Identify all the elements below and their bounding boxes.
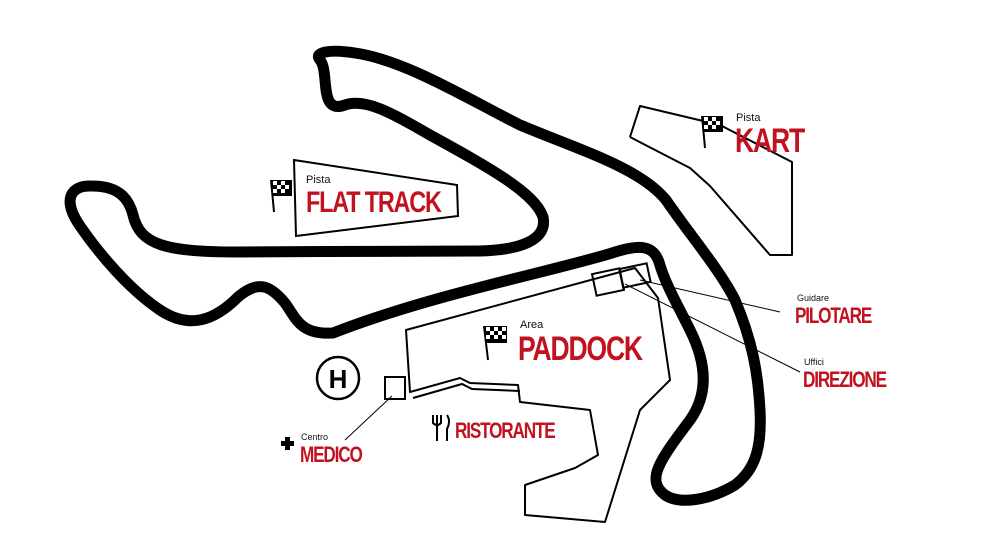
medical-cross-icon [281, 437, 294, 450]
kart-prefix: Pista [736, 112, 761, 124]
pilotare-leader-line [639, 279, 781, 313]
kart-track-outline [629, 105, 793, 256]
flat-track-label: FLAT TRACK [306, 186, 442, 219]
direzione-label: DIREZIONE [803, 367, 887, 392]
fork-knife-icon [432, 414, 450, 441]
main-race-track [64, 45, 766, 506]
kart-label: KART [735, 122, 805, 160]
helipad-letter: H [329, 364, 348, 394]
direzione-leader-line [624, 283, 801, 373]
helipad-icon [315, 355, 361, 401]
medico-leader-line [344, 395, 393, 441]
checkered-flag-icon [270, 179, 292, 213]
pilotare-label: PILOTARE [795, 303, 872, 328]
ristorante-building [412, 382, 521, 399]
pilotare-building [618, 262, 652, 289]
flat-track-prefix: Pista [306, 174, 331, 186]
paddock-label: PADDOCK [518, 330, 643, 368]
ristorante-label: RISTORANTE [455, 418, 556, 443]
medico-building [384, 376, 406, 400]
pilotare-prefix: Guidare [797, 293, 830, 303]
medico-label: MEDICO [300, 442, 363, 467]
paddock-area-outline [405, 267, 671, 523]
checkered-flag-icon [483, 325, 507, 361]
flat-track-outline [292, 158, 460, 238]
checkered-flag-icon [701, 115, 723, 149]
medico-prefix: Centro [301, 432, 329, 442]
direzione-prefix: Uffici [804, 357, 824, 367]
paddock-prefix: Area [520, 319, 544, 331]
